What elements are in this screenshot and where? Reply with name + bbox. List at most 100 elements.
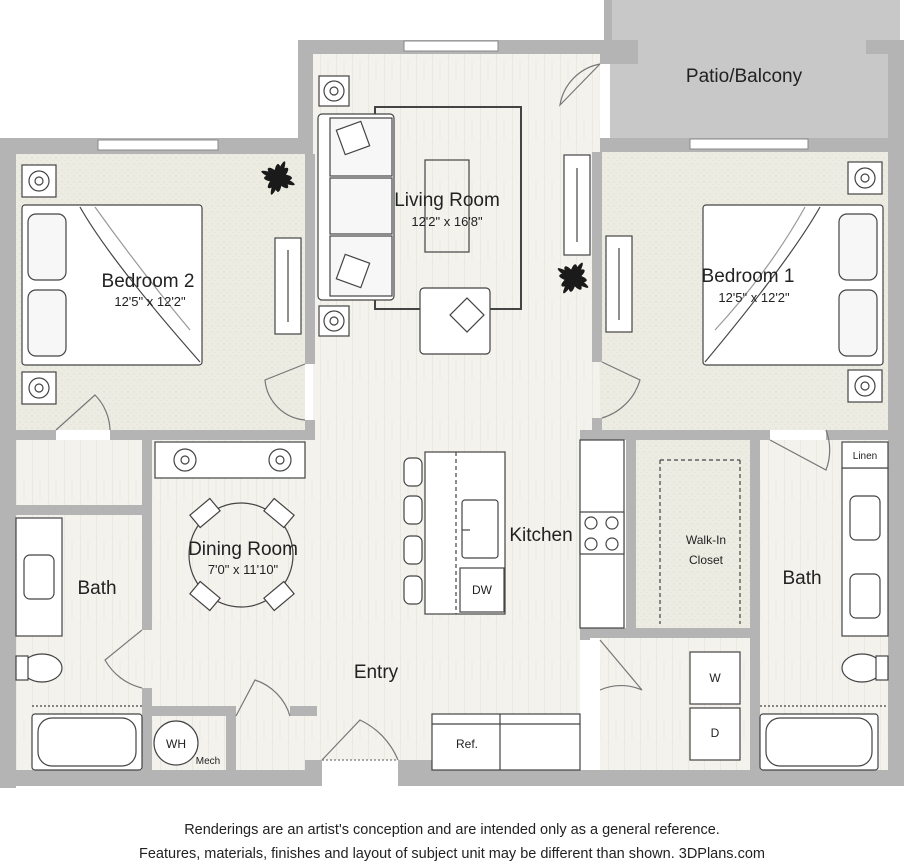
wall (226, 706, 236, 770)
wall (580, 430, 770, 440)
door-swing (601, 361, 641, 419)
dryer-label: D (711, 726, 720, 740)
wall (592, 152, 602, 362)
bar-stool (403, 575, 423, 605)
wall (290, 706, 317, 716)
pillow (335, 120, 371, 156)
room-label-closet: Walk-In (686, 533, 726, 547)
room-label-patio: Patio/Balcony (686, 66, 803, 87)
doors (55, 63, 831, 761)
bar-stool (403, 535, 423, 565)
closet-floor (636, 440, 752, 628)
wall (142, 688, 152, 770)
wall (592, 418, 602, 440)
nightstand (847, 369, 883, 403)
window (403, 40, 499, 52)
room-dims-living: 12'2" x 16'8" (411, 214, 483, 229)
disclaimer-line1: Renderings are an artist's conception an… (184, 822, 720, 838)
wall (750, 440, 760, 770)
walls (0, 0, 904, 788)
door-swing (599, 639, 643, 691)
linen-label: Linen (853, 451, 877, 462)
room-dims-dining: 7'0" x 11'10" (208, 562, 279, 577)
door-swing (235, 679, 291, 717)
room-label-kitchen: Kitchen (509, 525, 572, 546)
wall (580, 628, 590, 640)
linen-cabinet (841, 441, 889, 469)
door-swing (104, 629, 143, 689)
dining-chair (189, 497, 221, 529)
room-label-bedroom2: Bedroom 2 (102, 271, 195, 292)
water-heater (153, 720, 199, 766)
furniture (15, 75, 889, 771)
room-label-closet-line2: Closet (689, 553, 724, 567)
dining-chair (263, 580, 295, 612)
sink (849, 573, 881, 619)
dishwasher (459, 567, 505, 613)
wall (16, 430, 56, 440)
wall (866, 40, 904, 54)
bed-pillow (27, 213, 67, 281)
room-dims-bedroom1: 12'5" x 12'2" (718, 290, 790, 305)
dining-chair (263, 497, 295, 529)
room-label-bath-right: Bath (782, 568, 821, 589)
sofa-cushion (329, 177, 393, 235)
washer-label: W (709, 671, 721, 685)
window (689, 138, 809, 150)
floors (16, 0, 900, 770)
wall (0, 770, 322, 786)
patio-floor (610, 0, 900, 138)
wall (0, 138, 16, 788)
refrigerator (431, 713, 581, 771)
room-label-living: Living Room (394, 190, 500, 211)
dining-table (188, 502, 294, 608)
wall (152, 706, 234, 716)
door-swing (559, 63, 601, 107)
disclaimer: Renderings are an artist's conception an… (0, 818, 904, 866)
floor-plan: Patio/Balcony Living Room 12'2" x 16'8" … (0, 0, 904, 788)
armchair (419, 287, 491, 355)
dryer (689, 707, 741, 761)
wall (110, 430, 315, 440)
bar-stool (403, 457, 423, 487)
wall (580, 628, 760, 638)
pillow (449, 297, 485, 333)
door-swing (55, 394, 111, 431)
window (97, 139, 219, 151)
door-swing (264, 363, 306, 421)
wall (305, 760, 322, 786)
pillow (335, 253, 371, 289)
plant-icon (557, 262, 589, 294)
bed-pillow (27, 289, 67, 357)
bed-pillow (838, 289, 878, 357)
bed (21, 204, 203, 366)
bed-pillow (838, 213, 878, 281)
bed (702, 204, 884, 366)
wall (626, 440, 636, 628)
room-label-entry: Entry (354, 662, 399, 683)
wall (298, 40, 313, 140)
sink (23, 554, 55, 600)
plant-icon (261, 161, 295, 195)
room-label-bath-left: Bath (77, 578, 116, 599)
wall (826, 430, 888, 440)
refrigerator-label: Ref. (456, 737, 478, 751)
sink (849, 495, 881, 541)
mech-label: Mech (196, 756, 220, 767)
wall (142, 440, 152, 630)
labels: Patio/Balcony Living Room 12'2" x 16'8" … (77, 66, 877, 767)
dining-chair (189, 580, 221, 612)
sink (461, 499, 499, 559)
door-swing (769, 429, 831, 471)
room-label-dining: Dining Room (188, 539, 298, 560)
wall (16, 505, 142, 515)
bar-stool (403, 495, 423, 525)
closet-shelf (659, 459, 741, 624)
door-swing (321, 719, 399, 761)
disclaimer-line2: Features, materials, finishes and layout… (139, 846, 765, 862)
room-label-bedroom1: Bedroom 1 (702, 266, 795, 287)
coffee-table (424, 159, 470, 253)
dishwasher-label: DW (472, 583, 493, 597)
wall (418, 770, 904, 786)
wall (604, 0, 612, 54)
